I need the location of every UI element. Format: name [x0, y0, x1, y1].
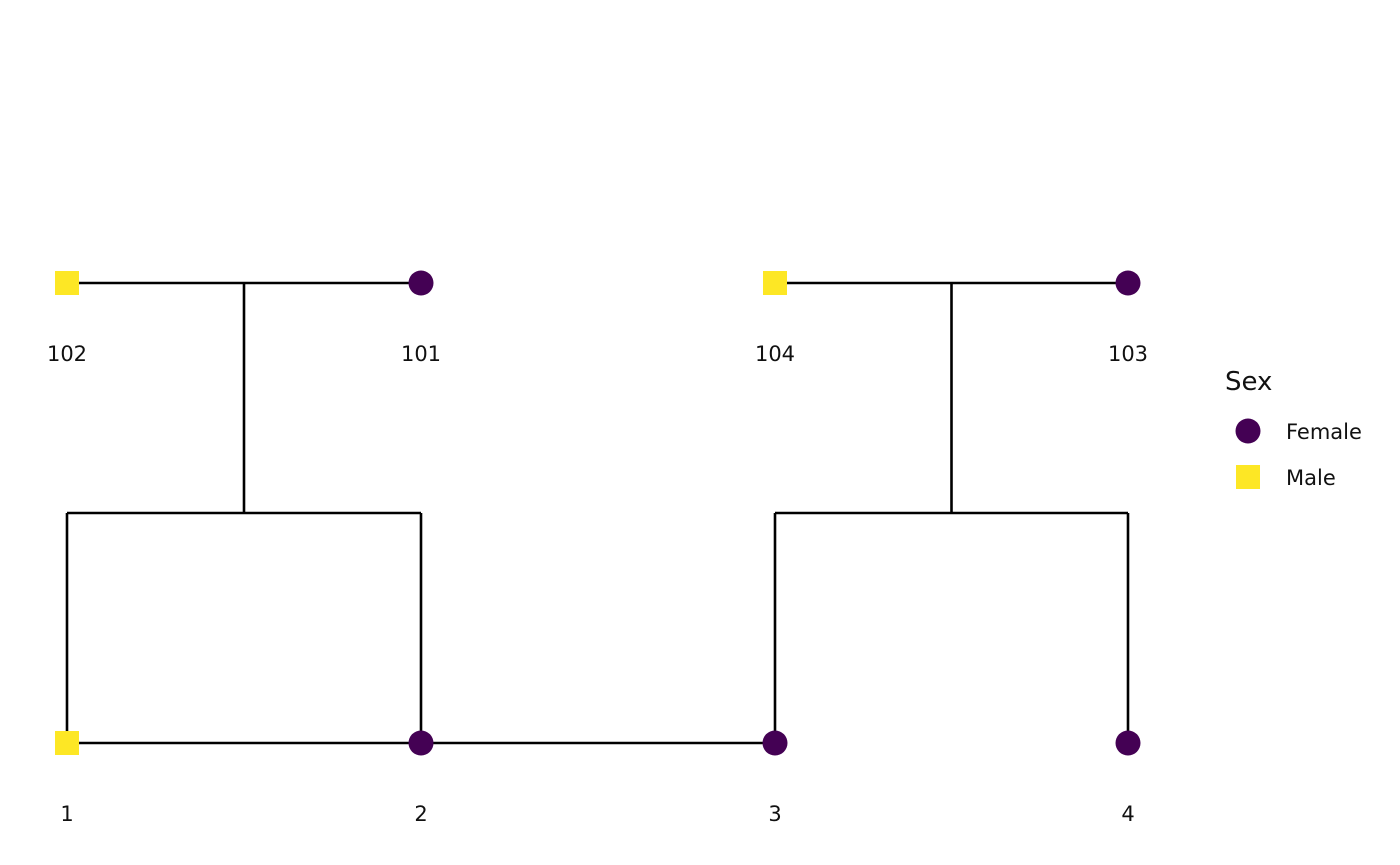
legend-female-symbol	[1235, 418, 1261, 444]
male-square-1	[55, 731, 79, 755]
legend: Sex Female Male	[1225, 367, 1362, 490]
female-circle-101	[408, 270, 434, 296]
female-circle-3	[762, 730, 788, 756]
individual-label-102: 102	[47, 342, 87, 366]
individual-label-101: 101	[401, 342, 441, 366]
female-circle-2	[408, 730, 434, 756]
individual-label-2: 2	[414, 802, 427, 826]
pedigree-links	[65, 281, 1130, 745]
individual-label-4: 4	[1121, 802, 1134, 826]
legend-female-label: Female	[1286, 420, 1362, 444]
pedigree-nodes	[55, 270, 1141, 756]
female-circle-4	[1115, 730, 1141, 756]
legend-title: Sex	[1225, 367, 1272, 397]
male-square-102	[55, 271, 79, 295]
female-circle-103	[1115, 270, 1141, 296]
individual-label-103: 103	[1108, 342, 1148, 366]
individual-label-3: 3	[768, 802, 781, 826]
legend-male-symbol	[1236, 465, 1260, 489]
legend-male-label: Male	[1286, 466, 1336, 490]
individual-label-1: 1	[60, 802, 73, 826]
pedigree-labels: 102 101 104 103 1 2 3 4	[47, 342, 1148, 826]
individual-label-104: 104	[755, 342, 795, 366]
male-square-104	[763, 271, 787, 295]
